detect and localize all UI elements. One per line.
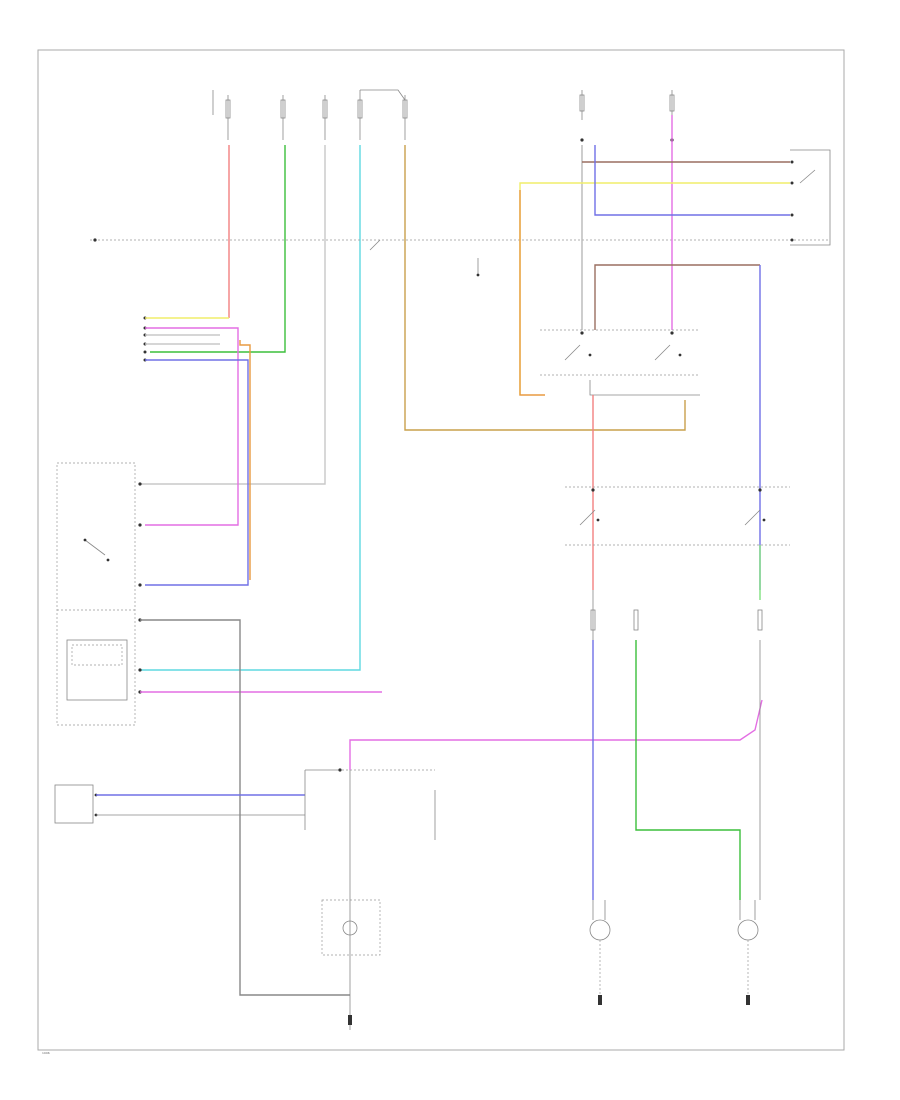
wire-black-1 — [140, 145, 326, 485]
wire-blue-right-1 — [594, 145, 790, 216]
wire-magenta-long — [349, 699, 763, 770]
left-connector-group — [143, 316, 251, 586]
center-relay — [304, 768, 436, 1030]
wire-gray-mid — [589, 380, 700, 396]
dimmer-switch-assembly — [476, 258, 700, 376]
lower-right-fuses — [590, 609, 763, 631]
wire-green-1 — [150, 145, 286, 353]
lower-left-module — [54, 784, 98, 824]
fuse-column-left — [212, 89, 408, 140]
switch-line-top — [90, 238, 830, 251]
wire-black-box — [140, 619, 350, 996]
wire-cyan-1 — [140, 145, 361, 671]
wire-green-r1 — [635, 640, 741, 900]
wire-brown-2 — [594, 264, 760, 330]
wire-orange-right — [519, 190, 545, 396]
headlamp-switch-box — [56, 462, 142, 726]
fuse-column-right — [579, 90, 675, 142]
multifunction-switch — [565, 486, 790, 546]
left-headlamp — [589, 900, 611, 1005]
right-relay-box — [790, 149, 831, 246]
wire-tan-1 — [404, 145, 686, 431]
footer-mark: 1996 — [42, 1051, 50, 1055]
right-headlamp — [737, 900, 759, 1005]
diagram-frame — [37, 49, 845, 1051]
